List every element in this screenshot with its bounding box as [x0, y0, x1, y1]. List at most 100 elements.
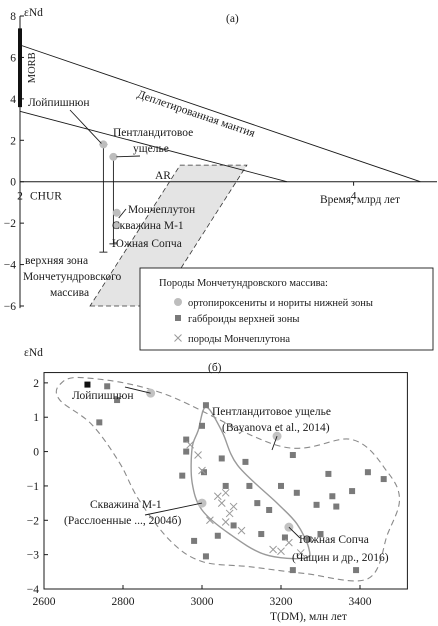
gabbro-point — [289, 567, 296, 574]
a-y-tick-label: −2 — [4, 218, 16, 230]
b-leader-sopcha — [288, 526, 301, 539]
legend-title: Породы Мончетундровского массива: — [159, 278, 328, 289]
b-frame — [43, 372, 408, 590]
gabbro-point — [289, 452, 296, 459]
a-y-tick-label: −4 — [4, 260, 16, 272]
b-x-tick-label: 2600 — [33, 596, 56, 608]
b-leader-m1 — [144, 502, 203, 516]
gabbro-point — [218, 455, 225, 462]
b-y-tick-label: 0 — [33, 447, 39, 459]
moncheplutone-point — [229, 502, 238, 511]
moncheplutone-point — [186, 440, 195, 449]
b-x-tick-label: 3000 — [191, 596, 214, 608]
panel-b-ylabel: εNd — [24, 347, 43, 359]
ar-band — [89, 164, 248, 307]
b-x-tick-label: 2800 — [112, 596, 135, 608]
b-y-tick-label: −2 — [27, 515, 39, 527]
b-y-tick-label: 2 — [33, 378, 39, 390]
gabbro-point — [254, 500, 261, 507]
b-y-tick-label: 1 — [33, 412, 39, 424]
borehole-m1-label: Скважина М-1 — [112, 220, 184, 232]
gabbro-point — [349, 488, 356, 495]
b-sopcha-label-2: (Чащин и др., 2016) — [292, 552, 389, 564]
gabbro-point — [364, 469, 371, 476]
b-y-tick-label: −3 — [27, 550, 39, 562]
moncheplutone-point — [296, 549, 305, 557]
a-y-tick-label: 2 — [10, 135, 16, 147]
loipishnyun-label: Лойпишнюн — [28, 97, 89, 109]
b-y-tick-label: −1 — [27, 481, 39, 493]
moncheplutone-point — [206, 516, 214, 525]
morb-label: MORB — [27, 52, 38, 83]
b-borehole-label-1: Скважина М-1 — [90, 499, 162, 511]
panel-b-xlabel: T(DM), млн лет — [270, 611, 347, 623]
legend-cross-marker — [174, 334, 182, 342]
moncheplutone-point — [213, 492, 222, 501]
moncheplutone-point — [217, 499, 226, 507]
panel-a-label: (a) — [226, 13, 239, 25]
gabbro-point — [317, 531, 324, 538]
a-y-tick-label: 4 — [10, 94, 16, 106]
gabbro-point — [313, 501, 320, 508]
panel-a-xlabel: Время, млрд лет — [320, 194, 400, 206]
gabbro-point — [183, 448, 190, 455]
b-sopcha-label-1: Южная Сопча — [299, 534, 369, 546]
legend-square-label: габброиды верхней зоны — [188, 314, 299, 325]
a-y-tick-label: 8 — [10, 11, 16, 23]
upper-zone-label-2: Мончетундровского — [23, 271, 122, 283]
legend-circle-marker — [174, 298, 182, 306]
a-x-tick-label: 4 — [351, 191, 357, 203]
a-point-sopcha — [112, 221, 121, 230]
inner-field-boundary — [190, 406, 311, 560]
gabbro-point — [191, 537, 198, 544]
gabbro-point — [104, 383, 111, 390]
moncheplutone-point — [198, 466, 206, 475]
gabbro-point — [278, 482, 284, 489]
a-point-pent — [109, 152, 118, 161]
b-leader-loip — [124, 386, 151, 394]
south-sopcha-label: Южная Сопча — [112, 238, 182, 250]
gabbro-point — [96, 419, 103, 426]
gabbro-point — [305, 536, 312, 543]
b-x-tick-label: 3200 — [270, 596, 293, 608]
b-y-tick-label: −4 — [27, 584, 39, 596]
gabbro-point — [179, 472, 186, 479]
panel-b-points — [84, 381, 387, 574]
panel-a-lines — [18, 16, 437, 309]
gabbro-point — [333, 503, 340, 510]
gabbro-point — [202, 402, 209, 409]
panel-b-leaders — [124, 386, 301, 539]
legend-entry-circle: ортопироксениты и нориты нижней зоны — [174, 298, 373, 309]
gabbro-point — [242, 458, 249, 465]
moncheplutone-point — [237, 526, 246, 535]
pentlandite-label-2: ущелье — [133, 143, 169, 155]
gabbro-point — [353, 567, 360, 574]
panel-a-ylabel: εNd — [24, 7, 43, 19]
chur-label: CHUR — [30, 191, 62, 203]
a-leader-monche — [118, 208, 127, 219]
gabbro-point — [114, 397, 121, 404]
gabbro-point — [246, 482, 253, 489]
gabbro-point — [230, 522, 237, 529]
gabbro-point — [199, 422, 205, 429]
gabbro-point — [258, 531, 265, 538]
a-y-tick-label: 0 — [10, 177, 16, 189]
moncheplutone-point — [221, 518, 230, 526]
dm-upper-line — [19, 44, 421, 183]
gabbro-point — [293, 489, 300, 496]
moncheplutone-point — [221, 488, 230, 497]
legend-entry-cross: породы Мончеплутона — [174, 334, 290, 345]
moncheplutone-point — [285, 538, 293, 547]
outer-field-boundary — [55, 376, 401, 582]
upper-zone-label-1: верхняя зона — [25, 255, 88, 267]
gabbro-point — [266, 506, 273, 513]
moncheplutone-label: Монче­плутон — [128, 204, 195, 216]
panel-b-label: (б) — [208, 362, 222, 374]
b-leader-pent — [271, 435, 278, 451]
b-x-tick-label: 3400 — [349, 596, 372, 608]
upper-zone-label-3: массива — [50, 287, 89, 299]
